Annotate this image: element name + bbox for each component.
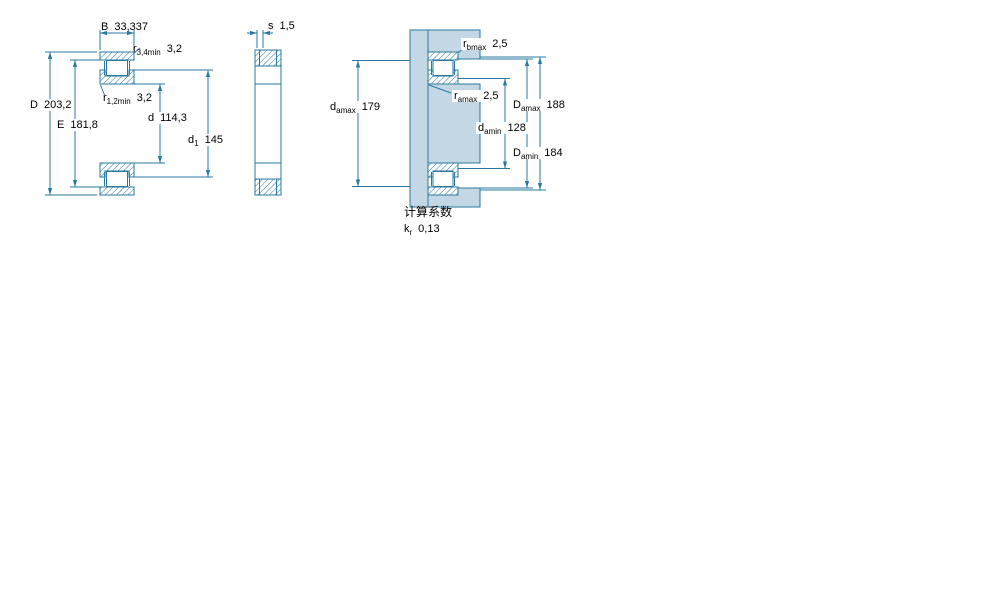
- bore-edge-lines: [255, 83, 281, 164]
- shoulder-wall: [409, 29, 429, 208]
- dim-ext-s: [256, 30, 264, 48]
- middle-figure-ring-section: [247, 30, 282, 196]
- outer-ring-section: [99, 186, 135, 196]
- chamfer-lines: [259, 50, 277, 195]
- left-bearing-bottom-half: [99, 162, 135, 196]
- dim-ext-d1: [134, 69, 213, 178]
- dim-ext-damin: [458, 78, 510, 169]
- roller-section: [432, 171, 454, 187]
- left-bearing-top-half: [99, 51, 135, 85]
- ring-top-band: [254, 49, 282, 67]
- ring-bottom-band: [254, 178, 282, 196]
- inner-ring-section: [427, 69, 459, 85]
- right-bearing-bottom-half: [427, 162, 459, 196]
- inner-ring-section: [99, 69, 135, 85]
- right-bearing-top-half: [427, 51, 459, 85]
- outer-ring-section: [99, 51, 135, 61]
- dim-ext-Damin: [480, 58, 533, 189]
- calculation-factors-title: 计算系数: [404, 205, 453, 219]
- dim-ext-Damax: [480, 56, 546, 191]
- outer-ring-section: [427, 186, 459, 196]
- outer-ring-section: [427, 51, 459, 61]
- leader-r12: [100, 84, 105, 96]
- roller-section: [106, 171, 128, 187]
- dim-ext-damax: [352, 60, 410, 187]
- ring-outline: [254, 49, 282, 196]
- right-dimension-lines: [352, 47, 546, 191]
- leader-r34: [133, 47, 141, 54]
- inner-ring-section: [99, 162, 135, 178]
- roller-section: [106, 60, 128, 76]
- roller-section: [432, 60, 454, 76]
- s-dimension: [247, 30, 273, 48]
- dim-ext-D: [45, 51, 97, 196]
- leader-ramax: [428, 84, 452, 94]
- inner-ring-section: [427, 162, 459, 178]
- right-figure-mounting: [352, 29, 546, 208]
